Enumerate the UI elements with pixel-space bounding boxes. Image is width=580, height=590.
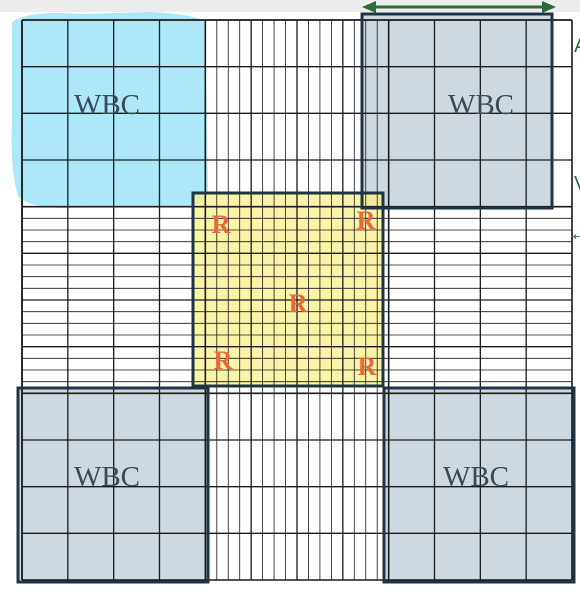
grid-lines <box>21 19 573 581</box>
rbc-square-border <box>191 191 385 388</box>
wbc-label-top-right: WBC <box>448 89 514 121</box>
edge-glyph-arrow: ← <box>569 223 580 245</box>
wbc-square-top-right-border <box>360 12 554 210</box>
top-strip <box>0 0 580 12</box>
rbc-label-bottom-left: R <box>214 346 233 375</box>
edge-glyph-v: V <box>574 173 580 195</box>
rbc-label-top-left: R <box>212 210 231 239</box>
wbc-square-bottom-left-border <box>16 386 210 584</box>
rbc-label-top-right: R <box>357 206 376 235</box>
dimension-arrow <box>362 1 556 13</box>
wbc-square-bottom-left <box>18 388 208 582</box>
wbc-square-bottom-right <box>384 388 574 582</box>
wbc-label-top-left: WBC <box>74 89 140 121</box>
rbc-label-center: R <box>289 289 308 318</box>
edge-glyph-a: A <box>574 35 580 57</box>
wbc-square-top-right <box>362 14 552 208</box>
wbc-label-bottom-right: WBC <box>443 461 509 493</box>
wbc-label-bottom-left: WBC <box>74 461 140 493</box>
rbc-label-bottom-right: R <box>358 352 377 381</box>
rbc-square <box>193 193 383 386</box>
wbc-square-bottom-right-border <box>382 386 576 584</box>
